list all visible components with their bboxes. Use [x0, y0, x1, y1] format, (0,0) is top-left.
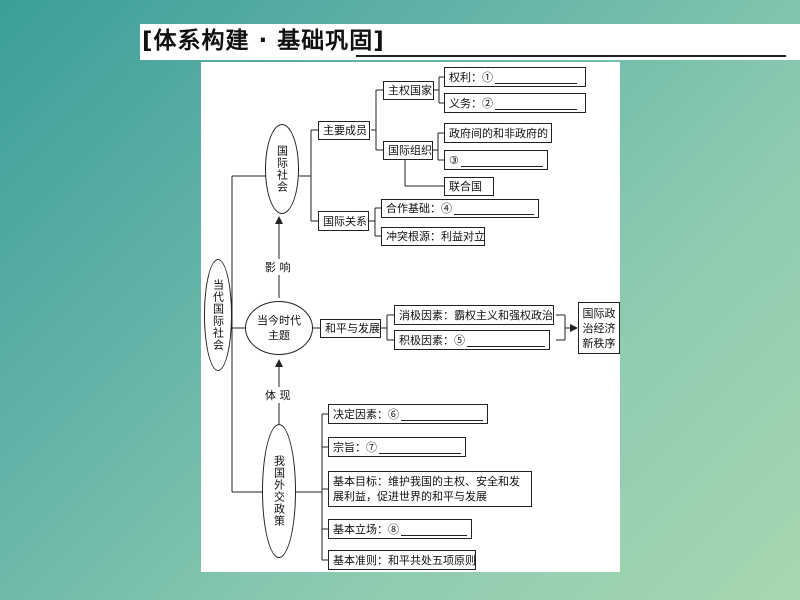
purpose-label: 宗旨：⑦ [333, 440, 377, 454]
connector-lines [231, 76, 578, 561]
determinant-blank [401, 408, 483, 421]
sovereign-state-box: 主权国家 [383, 81, 434, 100]
stance-blank [401, 523, 467, 536]
negative-factors-box: 消极因素：霸权主义和强权政治 [394, 305, 554, 325]
conflict-root-box: 冲突根源：利益对立 [381, 227, 485, 246]
page-title: [体系构建 · 基础巩固] [142, 28, 385, 54]
rights-label: 权利：① [449, 70, 493, 84]
determinant-box: 决定因素：⑥ [328, 404, 488, 424]
embody-label: 体 现 [265, 387, 291, 403]
peace-development-box: 和平与发展 [320, 319, 381, 338]
blank3-label: ③ [449, 153, 459, 167]
cooperation-blank [454, 202, 534, 215]
positive-blank [467, 334, 545, 347]
basic-goal-box: 基本目标：维护我国的主权、安全和发展利益，促进世界的和平与发展 [328, 471, 532, 507]
era-theme-node: 当今时代主题 [245, 301, 313, 355]
header-rule [356, 55, 786, 57]
obligations-box: 义务：② [444, 93, 586, 113]
new-order-box: 国际政治经济新秩序 [578, 302, 620, 354]
cooperation-basis-box: 合作基础：④ [381, 199, 539, 218]
header-band [140, 24, 800, 60]
intl-relations-box: 国际关系 [318, 211, 369, 231]
rights-box: 权利：① [444, 67, 586, 87]
blank3-box: ③ [444, 150, 548, 170]
main-members-box: 主要成员 [318, 121, 370, 140]
rights-blank [495, 71, 577, 84]
foreign-policy-node: 我国外交政策 [262, 424, 296, 558]
basic-stance-box: 基本立场：⑧ [328, 519, 472, 539]
purpose-blank [379, 441, 461, 454]
intl-org-box: 国际组织 [383, 141, 433, 160]
positive-label: 积极因素：⑤ [399, 333, 465, 347]
basic-principle-box: 基本准则：和平共处五项原则 [328, 550, 476, 570]
purpose-box: 宗旨：⑦ [328, 437, 466, 457]
diagram-panel: 当代国际社会 国际社会 主要成员 主权国家 权利：① 义务：② 国际组织 政府间… [201, 62, 620, 572]
obligations-blank [495, 97, 577, 110]
determinant-label: 决定因素：⑥ [333, 407, 399, 421]
root-node: 当代国际社会 [204, 259, 232, 371]
international-society-node: 国际社会 [265, 124, 299, 214]
cooperation-label: 合作基础：④ [386, 202, 452, 215]
obligations-label: 义务：② [449, 96, 493, 110]
positive-factors-box: 积极因素：⑤ [394, 330, 550, 350]
blank3-line [460, 154, 543, 167]
un-box: 联合国 [444, 177, 494, 196]
gov-orgs-box: 政府间的和非政府的 [444, 123, 552, 143]
stance-label: 基本立场：⑧ [333, 522, 399, 536]
influence-label: 影 响 [265, 259, 291, 275]
